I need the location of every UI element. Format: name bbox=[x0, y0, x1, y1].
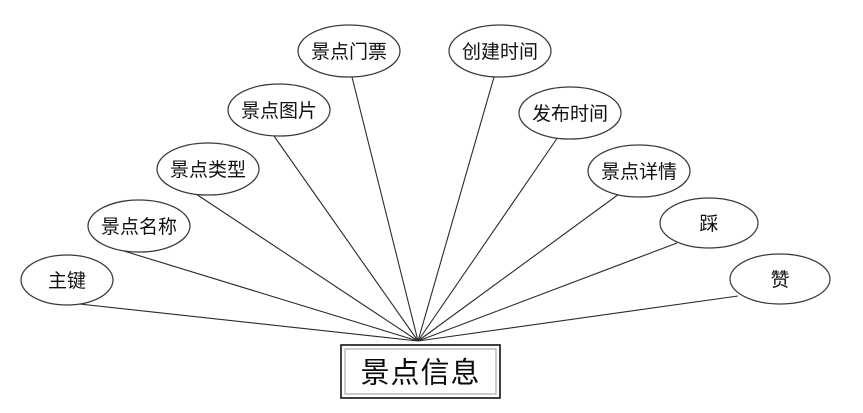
attribute-label: 景点门票 bbox=[311, 41, 387, 63]
attribute-node[interactable]: 景点门票 bbox=[297, 24, 401, 78]
entity-label: 景点信息 bbox=[360, 356, 480, 390]
connector-lines-group bbox=[51, 76, 739, 342]
connector-line bbox=[417, 136, 559, 342]
attribute-label: 踩 bbox=[699, 213, 718, 235]
attribute-ellipse[interactable] bbox=[587, 144, 691, 198]
entity-box-inner-border bbox=[344, 348, 497, 395]
attribute-node[interactable]: 景点类型 bbox=[156, 142, 260, 196]
attribute-ellipse[interactable] bbox=[729, 253, 831, 305]
attribute-node[interactable]: 景点图片 bbox=[227, 83, 331, 137]
attribute-ellipse[interactable] bbox=[87, 199, 191, 253]
attribute-label: 发布时间 bbox=[532, 103, 608, 125]
attribute-ellipse[interactable] bbox=[659, 197, 759, 249]
attribute-node[interactable]: 发布时间 bbox=[518, 86, 622, 140]
connector-line bbox=[51, 300, 419, 342]
attribute-label: 主键 bbox=[48, 270, 86, 292]
connector-line bbox=[417, 193, 620, 342]
attribute-node[interactable]: 创建时间 bbox=[448, 24, 552, 78]
attribute-label: 景点名称 bbox=[101, 216, 177, 238]
entity-node-group[interactable]: 景点信息 bbox=[340, 344, 501, 399]
attribute-label: 赞 bbox=[770, 269, 789, 291]
connector-line bbox=[417, 242, 678, 342]
attribute-label: 创建时间 bbox=[462, 41, 538, 63]
attribute-node[interactable]: 景点名称 bbox=[87, 199, 191, 253]
connector-line bbox=[273, 135, 419, 342]
connector-line bbox=[417, 76, 495, 342]
connector-line bbox=[113, 247, 419, 342]
connector-line bbox=[195, 193, 419, 342]
entity-box[interactable] bbox=[340, 344, 501, 399]
attribute-label: 景点类型 bbox=[170, 159, 246, 181]
attribute-ellipse[interactable] bbox=[448, 24, 552, 78]
attribute-ellipse[interactable] bbox=[297, 24, 401, 78]
attribute-node[interactable]: 踩 bbox=[659, 197, 759, 249]
attribute-label: 景点详情 bbox=[601, 161, 677, 183]
attribute-ellipse[interactable] bbox=[518, 86, 622, 140]
connector-line bbox=[351, 76, 419, 342]
attribute-label: 景点图片 bbox=[241, 100, 317, 122]
connector-line bbox=[417, 295, 739, 342]
attribute-node[interactable]: 赞 bbox=[729, 253, 831, 305]
attribute-node[interactable]: 主键 bbox=[20, 254, 114, 306]
attribute-node[interactable]: 景点详情 bbox=[587, 144, 691, 198]
attribute-ellipse[interactable] bbox=[156, 142, 260, 196]
attribute-ellipse[interactable] bbox=[227, 83, 331, 137]
attribute-ellipse[interactable] bbox=[20, 254, 114, 306]
